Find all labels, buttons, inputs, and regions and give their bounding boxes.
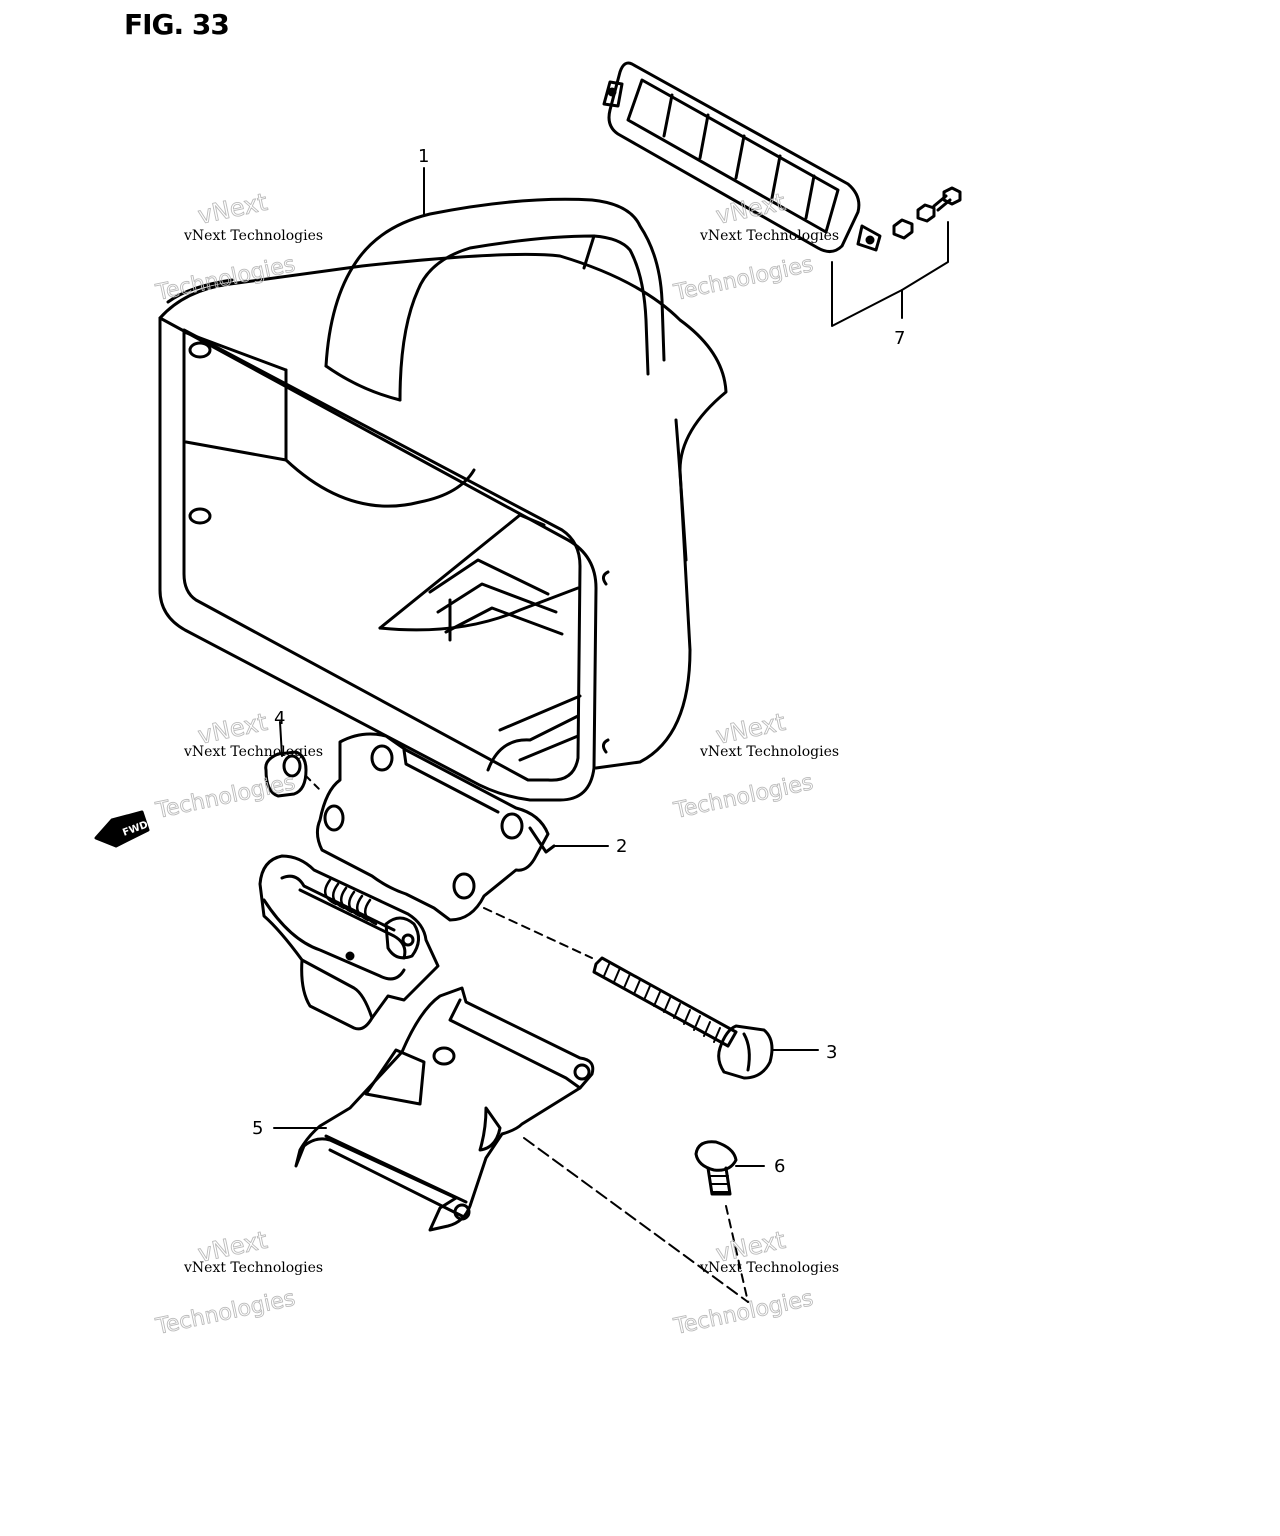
callout-1: 1 <box>418 146 429 167</box>
svg-text:Technologies: Technologies <box>671 770 815 824</box>
callout-5: 5 <box>252 1118 263 1139</box>
long-bolt <box>483 907 774 1080</box>
watermark-bottom-left: vNext vNext Technologies Technologies <box>153 1225 323 1340</box>
svg-text:vNext Technologies: vNext Technologies <box>183 1260 323 1276</box>
callout-4: 4 <box>274 708 285 729</box>
svg-text:vNext Technologies: vNext Technologies <box>183 744 323 760</box>
callout-2: 2 <box>616 836 627 857</box>
latch-assembly <box>258 854 440 1031</box>
watermark-middle-right: vNext vNext Technologies Technologies <box>671 707 839 824</box>
watermark-top-left: vNext vNext Technologies Technologies <box>153 187 323 306</box>
svg-text:vNext Technologies: vNext Technologies <box>699 1260 839 1276</box>
bushing <box>264 721 321 798</box>
svg-text:vNext: vNext <box>195 188 269 230</box>
callout-3: 3 <box>826 1042 837 1063</box>
small-screw <box>523 1137 749 1303</box>
callout-7: 7 <box>894 328 905 349</box>
svg-text:vNext Technologies: vNext Technologies <box>183 228 323 244</box>
svg-text:Technologies: Technologies <box>153 252 297 306</box>
watermark-middle-left: vNext vNext Technologies Technologies <box>153 707 323 824</box>
svg-text:vNext Technologies: vNext Technologies <box>699 744 839 760</box>
clip-plate <box>294 986 595 1232</box>
grille-assembly <box>602 61 962 327</box>
mounting-bracket <box>315 732 556 922</box>
svg-text:Technologies: Technologies <box>671 252 815 306</box>
callout-6: 6 <box>774 1156 785 1177</box>
forward-direction-arrow: FWD <box>94 810 150 848</box>
svg-text:Technologies: Technologies <box>153 770 297 824</box>
figure-title: FIG. 33 <box>124 8 230 41</box>
headlamp-housing <box>158 197 728 802</box>
svg-text:vNext Technologies: vNext Technologies <box>699 228 839 244</box>
svg-text:Technologies: Technologies <box>671 1286 815 1340</box>
svg-text:Technologies: Technologies <box>153 1286 297 1340</box>
watermark-bottom-right: vNext vNext Technologies Technologies <box>671 1225 839 1340</box>
